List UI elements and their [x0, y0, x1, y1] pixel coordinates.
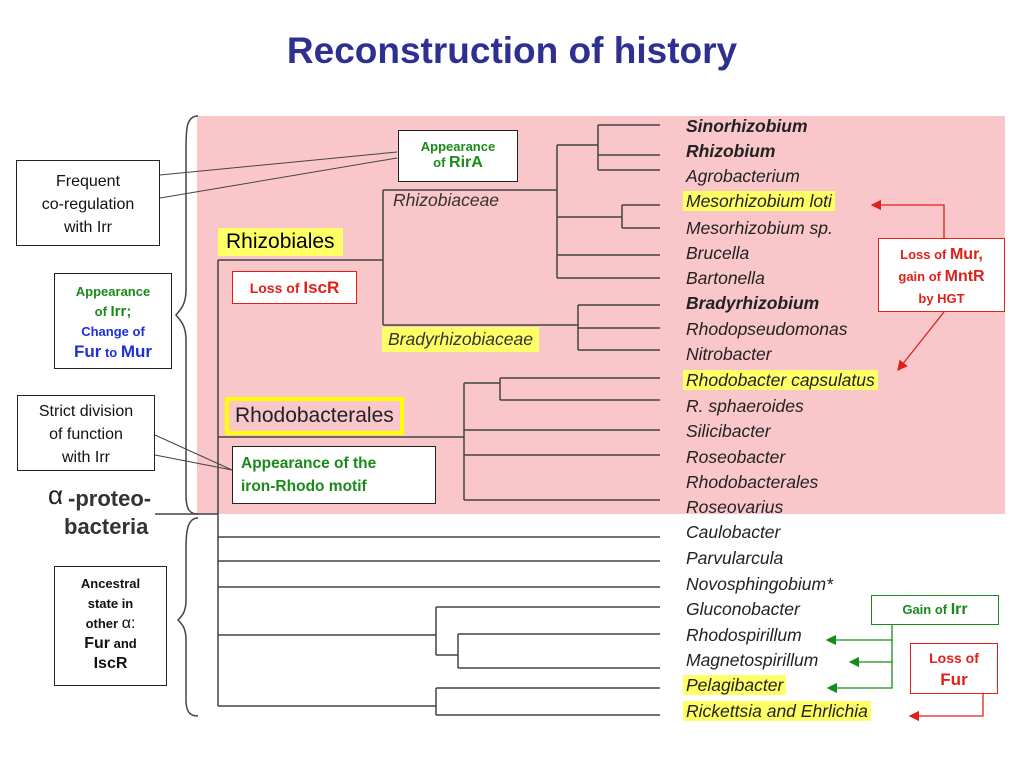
irr-app-line1: Appearance — [75, 284, 151, 299]
mntr-gain-text: gain of — [898, 269, 945, 284]
iscr-loss-box: Loss of IscR — [232, 271, 357, 304]
rhizobiaceae-label: Rhizobiaceae — [393, 190, 500, 210]
fur-and-line: Fur and — [55, 634, 166, 654]
ancestral-line3: other α: — [55, 614, 166, 634]
rhizobiales-label: Rhizobiales — [218, 228, 343, 256]
irr-app-of: of — [94, 304, 111, 319]
alpha-symbol: α — [48, 480, 64, 510]
taxon-label: R. sphaeroides — [686, 396, 804, 416]
taxon-label: Mesorhizobium sp. — [686, 218, 833, 238]
strict-line1: Strict division — [38, 403, 134, 420]
loss-fur-box: Loss of Fur — [910, 643, 998, 694]
iron-rhodo-motif-box: Appearance of the iron-Rhodo motif — [232, 446, 436, 504]
irr-app-line2: of Irr; — [55, 302, 171, 322]
mur-loss-text: Loss of — [900, 247, 950, 262]
taxon-label: Roseovarius — [686, 497, 784, 517]
gain-irr-text: Gain of — [902, 602, 951, 617]
ancestral-state-box: Ancestral state in other α: Fur and IscR — [54, 566, 167, 686]
taxon-label: Rhodopseudomonas — [686, 319, 848, 339]
mntr-gene: MntR — [944, 268, 985, 285]
strict-line3: with Irr — [62, 449, 110, 466]
frequent-line1: Frequent — [55, 173, 121, 190]
fur-gene: Fur — [73, 342, 102, 361]
taxon-label: Sinorhizobium — [686, 116, 808, 136]
bradyrhizobiaceae-label: Bradyrhizobiaceae — [382, 327, 539, 352]
taxon-label: Agrobacterium — [686, 166, 800, 186]
motif-line2: iron-Rhodo motif — [241, 478, 367, 495]
to-text: to — [101, 345, 121, 360]
frequent-line3: with Irr — [64, 219, 112, 236]
taxon-label: Rhodospirillum — [686, 625, 802, 645]
ancestral-alpha: α: — [121, 615, 136, 632]
ancestral-other: other — [85, 616, 122, 631]
mur-gene-label: Mur, — [949, 246, 983, 263]
mur-loss-line: Loss of Mur, — [879, 244, 1004, 266]
taxon-label: Novosphingobium* — [686, 574, 833, 594]
rira-line1: Appearance — [420, 139, 496, 154]
loss-fur-text: Loss of — [929, 650, 979, 666]
anc-iscr-gene: IscR — [93, 655, 128, 672]
alpha-proteo-label: -proteo- — [68, 486, 152, 511]
rira-appearance-box: Appearance of RirA — [398, 130, 518, 182]
taxon-label: Silicibacter — [686, 421, 771, 441]
taxon-label: Rickettsia and Ehrlichia — [683, 701, 871, 721]
page-title: Reconstruction of history — [286, 30, 738, 71]
rira-gene: RirA — [449, 154, 483, 171]
taxon-label: Bartonella — [686, 268, 765, 288]
anc-fur-gene: Fur — [84, 635, 111, 652]
irr-appearance-box: Appearance of Irr; Change of Fur to Mur — [54, 273, 172, 369]
taxon-label: Caulobacter — [686, 522, 781, 542]
irr-app-gene: Irr; — [110, 303, 132, 320]
anc-and-text: and — [110, 636, 137, 651]
loss-fur-gene: Fur — [940, 670, 968, 689]
taxon-label: Bradyrhizobium — [686, 293, 820, 313]
taxon-label: Brucella — [686, 243, 750, 263]
strict-line2: of function — [49, 426, 123, 443]
taxon-label: Magnetospirillum — [686, 650, 819, 670]
rira-line2: of RirA — [399, 155, 517, 171]
mur-gene: Mur — [120, 342, 153, 361]
frequent-coregulation-box: Frequent co-regulation with Irr — [16, 160, 160, 246]
iscr-gene: IscR — [303, 278, 340, 297]
bacteria-label: bacteria — [64, 514, 149, 539]
gain-irr-box: Gain of Irr — [871, 595, 999, 625]
ancestral-line1: Ancestral — [80, 576, 141, 591]
mur-loss-mntr-gain-box: Loss of Mur, gain of MntR by HGT — [878, 238, 1005, 312]
taxon-label: Rhodobacter capsulatus — [683, 370, 878, 390]
taxon-label: Pelagibacter — [683, 675, 787, 695]
iscr-loss-text: Loss of — [249, 280, 304, 296]
frequent-line2: co-regulation — [41, 196, 135, 213]
ancestral-line2: state in — [87, 596, 134, 611]
taxon-label: Roseobacter — [686, 447, 786, 467]
gain-irr-gene: Irr — [950, 601, 968, 618]
taxon-label: Rhodobacterales — [686, 472, 819, 492]
hgt-text: by HGT — [918, 291, 965, 306]
fur-to-mur-line: Fur to Mur — [55, 342, 171, 363]
irr-change-text: Change of — [81, 324, 145, 339]
taxon-label: Nitrobacter — [686, 344, 772, 364]
taxon-label: Mesorhizobium loti — [683, 191, 835, 211]
taxon-label: Gluconobacter — [686, 599, 800, 619]
motif-line1: Appearance of the — [241, 455, 377, 472]
mntr-gain-line: gain of MntR — [879, 266, 1004, 288]
taxon-label: Rhizobium — [686, 141, 776, 161]
rhodobacterales-label: Rhodobacterales — [225, 397, 404, 435]
taxon-label: Parvularcula — [686, 548, 784, 568]
strict-division-box: Strict division of function with Irr — [17, 395, 155, 471]
rira-of: of — [433, 155, 450, 170]
